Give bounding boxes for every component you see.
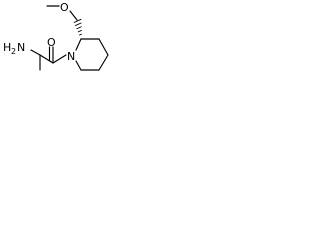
bond-carbonyl-alpha [39,54,54,64]
atom-label-nitrogen-ring: N [67,50,75,63]
chemical-structure-diagram: O O N H 2 N [3,1,109,71]
atom-label-amine: H 2 N [3,41,25,56]
amine-n-label: N [17,41,25,54]
bond-n-carbonyl-c [52,54,67,64]
ring-bond-n-c2-upper [75,38,82,51]
piperidine-ring [70,38,109,71]
ring-bond-c4-c5 [98,54,109,71]
atom-label-oxygen-carbonyl: O [47,36,56,49]
atom-label-oxygen-ether: O [60,1,69,14]
ring-bond-c3-c4 [98,38,109,56]
amine-subscript-label: 2 [11,47,16,56]
amine-h-label: H [3,41,11,54]
ring-bond-c6-n [75,60,82,71]
bond-alpha-nh2 [30,49,41,56]
bond-ch2-o [69,10,78,21]
hashed-wedge-bond [73,18,82,36]
